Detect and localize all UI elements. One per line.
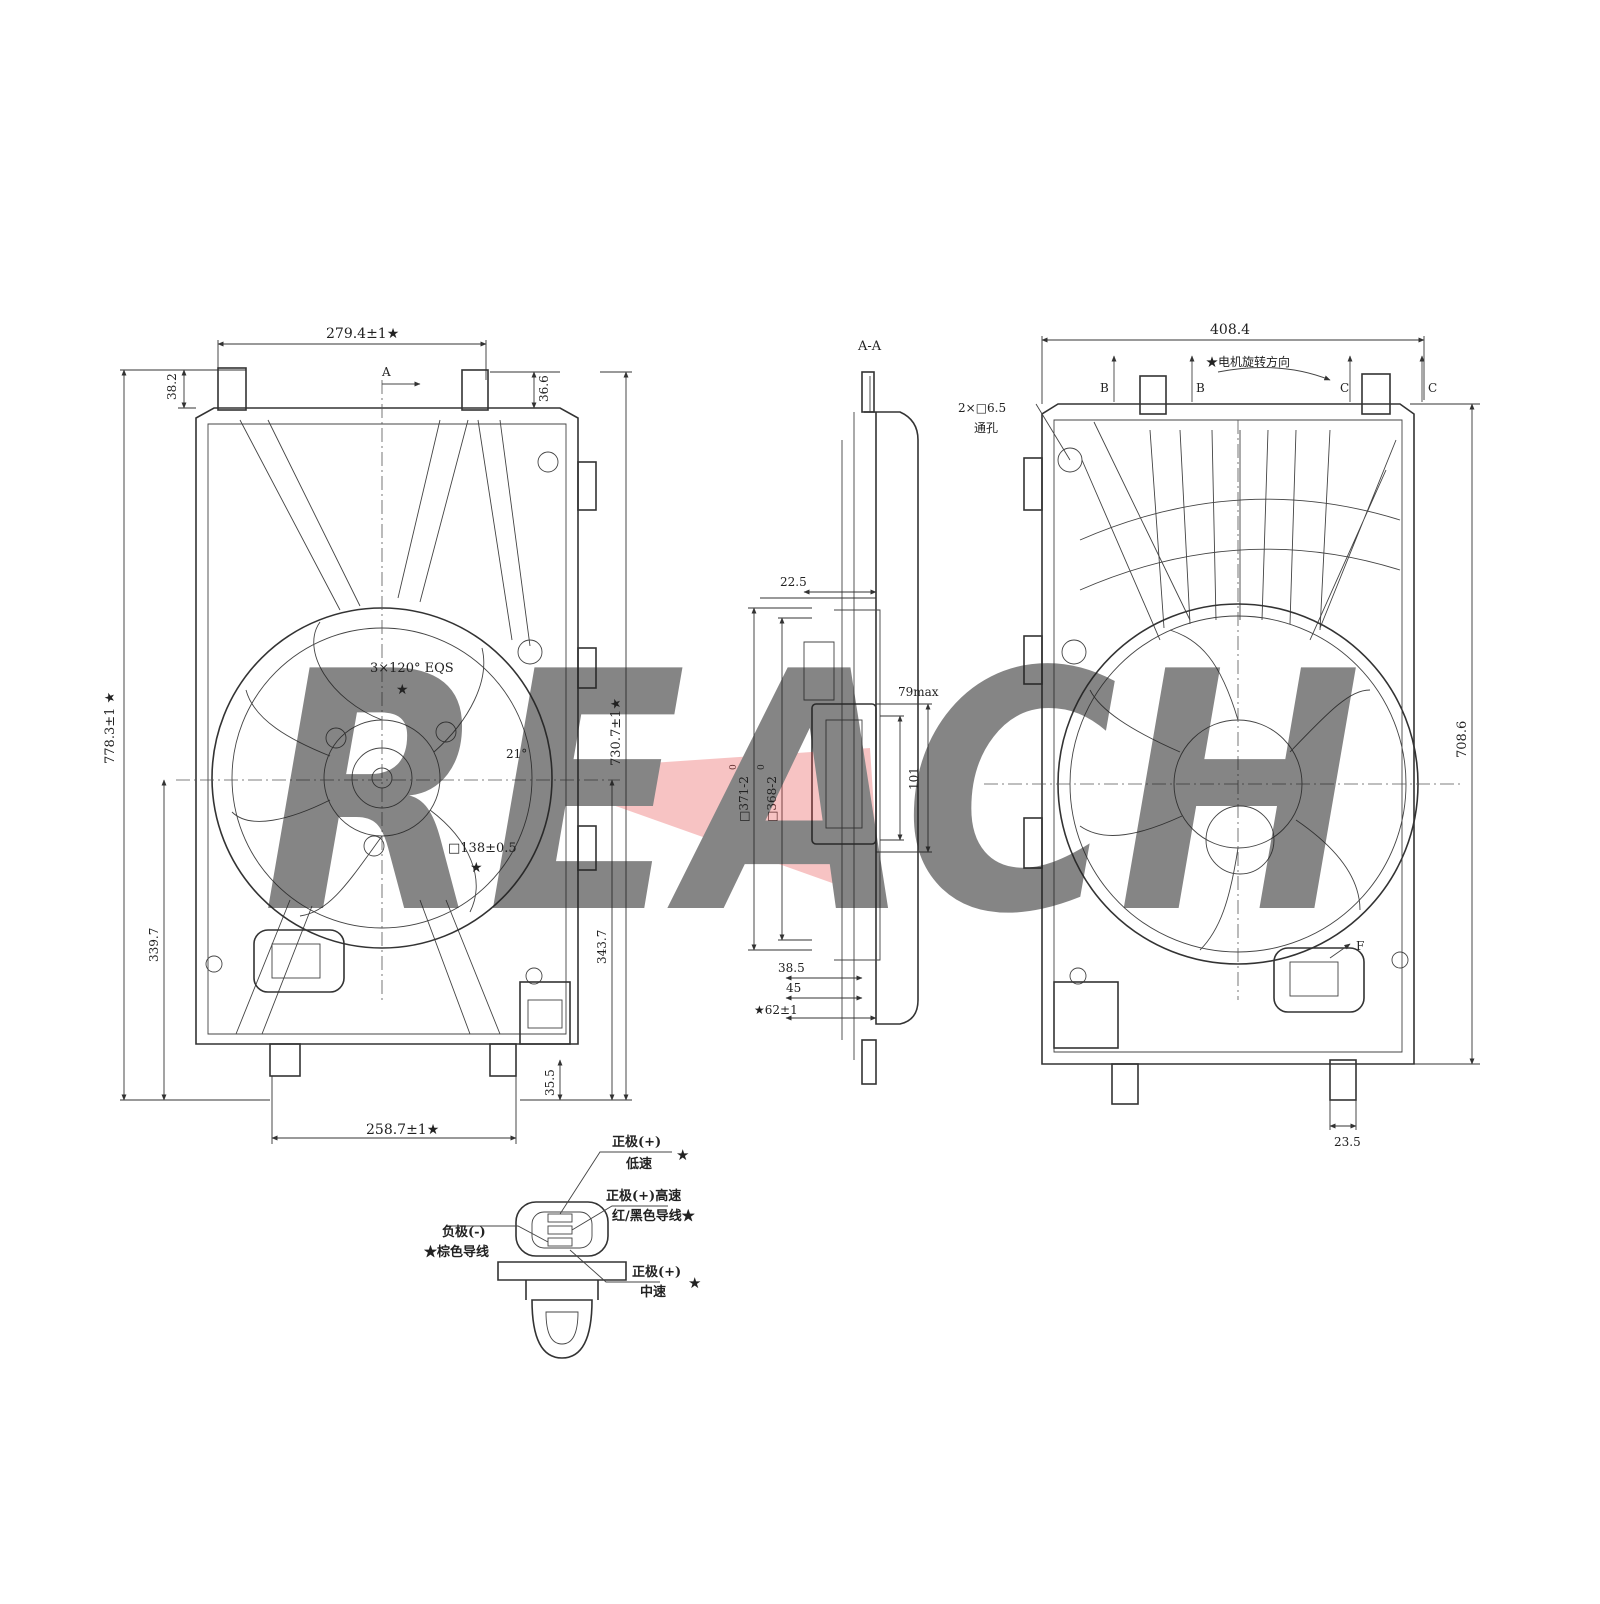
dim-371-tolerance: 0 <box>729 764 739 770</box>
dim-lower-height-right: 343.7 <box>595 930 609 964</box>
bolt-pattern-label: 3×120° EQS <box>370 661 454 676</box>
dim-368-tolerance: 0 <box>757 764 767 770</box>
dim-22-5: 22.5 <box>780 575 807 589</box>
label-f: F <box>1356 939 1364 953</box>
dim-rear-bottom: 23.5 <box>1334 1135 1361 1149</box>
dim-top-width: 279.4±1★ <box>326 326 399 342</box>
hole-note-through: 通孔 <box>974 421 998 435</box>
connector-detail <box>448 1151 672 1359</box>
angle-label: 21° <box>506 747 527 761</box>
dim-lower-height-left: 339.7 <box>147 928 161 962</box>
dim-371: □371-2 <box>737 776 751 822</box>
pin-mid-speed-star: ★ <box>688 1274 701 1292</box>
watermark-accent-swoosh <box>520 748 880 900</box>
section-view-dimensions <box>748 589 932 1021</box>
front-view-dimensions <box>120 340 632 1144</box>
rear-view-dimensions <box>1041 336 1480 1130</box>
watermark: REACH <box>262 602 1362 986</box>
dim-rear-height: 708.6 <box>1455 721 1470 758</box>
connector-labels: 正极(+) ★ 低速 正极(+)高速 红/黑色导线★ 负极(-) ★棕色导线 正… <box>424 1134 701 1300</box>
pin-low-speed-star: ★ <box>676 1146 689 1164</box>
label-b-left-2: B <box>1196 381 1205 395</box>
section-title: A-A <box>857 339 882 354</box>
pin-high-speed-wire: 红/黑色导线★ <box>612 1208 695 1224</box>
label-c-right-1: C <box>1340 381 1349 395</box>
label-c-right-2: C <box>1428 381 1437 395</box>
dim-top-right-offset: 36.6 <box>537 375 551 402</box>
dim-top-left-offset: 38.2 <box>165 373 179 400</box>
dim-bottom-right-offset: 35.5 <box>543 1069 557 1096</box>
dim-total-height-left: 778.3±1 ★ <box>103 692 118 764</box>
hub-square-label: □138±0.5 <box>448 841 517 856</box>
dim-rear-width: 408.4 <box>1210 322 1250 338</box>
hole-note: 2×□6.5 <box>958 401 1006 415</box>
rotation-direction-note: ★电机旋转方向 <box>1206 354 1290 369</box>
front-view-labels: 279.4±1★ 38.2 36.6 778.3±1 ★ 339.7 730.7… <box>103 326 624 1138</box>
watermark-logo: REACH <box>262 602 1362 986</box>
section-mark-a: A <box>381 365 391 379</box>
section-view-labels: A-A 22.5 79max 101 □371-2 0 □368-2 0 38.… <box>729 339 939 1017</box>
pin-high-speed-polarity: 正极(+)高速 <box>606 1188 681 1204</box>
pin-mid-speed-polarity: 正极(+) <box>632 1264 681 1280</box>
dim-bottom-width: 258.7±1★ <box>366 1122 439 1138</box>
pin-negative-polarity: 负极(-) <box>442 1224 486 1240</box>
dim-101: 101 <box>907 767 921 790</box>
front-view <box>176 367 620 1077</box>
pin-mid-speed-label: 中速 <box>640 1284 666 1300</box>
star-mark-1: ★ <box>396 682 409 698</box>
pin-low-speed-label: 低速 <box>625 1156 652 1172</box>
dim-368: □368-2 <box>765 776 779 822</box>
rear-view-labels: 408.4 ★电机旋转方向 2×□6.5 通孔 708.6 23.5 B B C… <box>958 322 1470 1149</box>
dim-total-height-right: 730.7±1★ <box>609 698 624 766</box>
dim-38-5: 38.5 <box>778 961 805 975</box>
pin-low-speed-polarity: 正极(+) <box>612 1134 661 1150</box>
dim-62: ★62±1 <box>754 1003 798 1017</box>
label-b-left-1: B <box>1100 381 1109 395</box>
dim-79max: 79max <box>898 685 939 699</box>
section-view <box>803 371 919 1085</box>
star-mark-2: ★ <box>470 860 483 876</box>
pin-negative-wire: ★棕色导线 <box>424 1244 489 1260</box>
dim-45: 45 <box>786 981 801 995</box>
rear-view <box>984 355 1460 1105</box>
